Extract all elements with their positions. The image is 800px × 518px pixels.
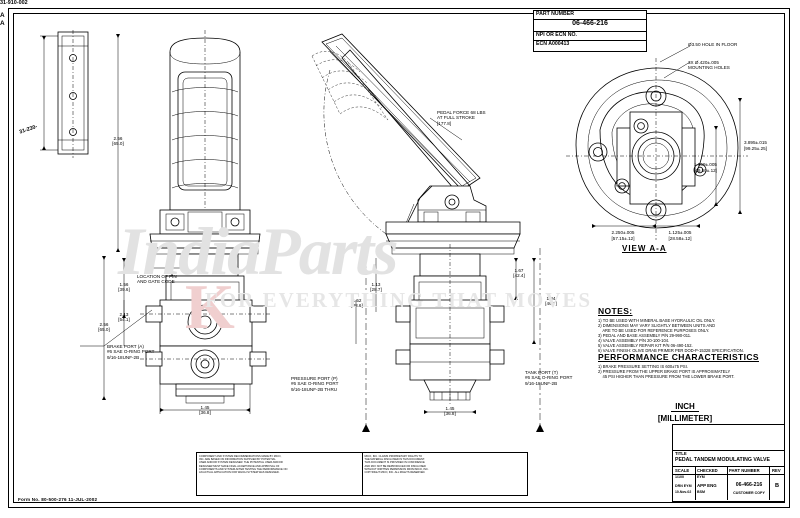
ecn-label: NPI OR ECN NO. [536, 32, 577, 38]
divider [695, 467, 696, 475]
dimension-center-2-metric: [38.6] [351, 303, 363, 308]
dimension-left-2-value: 2.13 [119, 312, 129, 317]
legal-column: MICO, INC. CLAIMS PROPRIETARY RIGHTS TO … [364, 455, 429, 475]
dimension-left-4-value: 1.45 [200, 405, 210, 410]
performance-item: 2) PRESSURE FROM THE UPPER BRAKE PORT IS… [598, 368, 731, 374]
divider [769, 467, 770, 475]
dimension-left-1-metric: [39.6] [118, 287, 130, 292]
dimension-left-0-metric: [65.0] [112, 141, 124, 146]
ecn-value-row: ECN A000413 [534, 41, 646, 51]
dimension-center-0-metric: [42.4] [513, 273, 525, 278]
scale-value: 1/100 [675, 475, 684, 479]
performance-section: PERFORMANCE CHARACTERISTICS 1) BRAKE PRE… [598, 352, 788, 379]
title-label: TITLE [675, 451, 687, 456]
app-eng-value: BSM [697, 490, 705, 494]
dimension-center-4-value: 1.45 [445, 406, 455, 411]
dimension-left-0-value: 2.56 [113, 136, 123, 141]
dimension-aa-2-metric: [57.15±.12] [611, 236, 635, 241]
app-eng-label: APP ENG [697, 483, 717, 488]
dimension-center-2-value: 1.52 [352, 298, 362, 303]
part-number-label-row: PART NUMBER [534, 11, 646, 20]
units-primary: INCH [671, 402, 699, 412]
note-item: 3) PEDAL AND BASE ASSEMBLY P/N 29-990-01… [598, 332, 692, 338]
checked-label: CHECKED [697, 467, 718, 473]
performance-item: 45 PSI HIGHER THAN PRESSURE FROM THE LOW… [598, 373, 735, 379]
callout-floor-hole: Ø3.50 HOLE IN FLOOR [688, 42, 738, 47]
dimension-center-1-value: 1.84 [546, 296, 556, 301]
divider [769, 475, 770, 500]
dimension-aa-2-value: 2.250±.005 [611, 230, 635, 235]
dimension-left-5-value: 2.56 [99, 322, 109, 327]
divider [727, 467, 728, 475]
performance-item: 1) BRAKE PRESSURE SETTING IS 600±75 PSI. [598, 363, 688, 369]
title-block: TITLE PEDAL TANDEM MODULATING VALVE SCAL… [672, 424, 785, 502]
scale-label: SCALE [675, 467, 690, 473]
notes-heading: NOTES: [598, 306, 633, 316]
title-block-value-row: 1/100 DRN EYM 10-Nov-02 EYM APP ENG BSM … [673, 475, 784, 500]
legal-disclaimer-block: COMPONENT AND SYSTEM RECOMMENDATIONS MAD… [196, 452, 528, 496]
dimension-center-3-value: 1.13 [371, 282, 381, 287]
form-number: Form No. 80-500-276 11-JUL-2002 [18, 497, 98, 502]
callout-pedal-force: PEDAL FORCE 68 LBS AT FULL STROKE [177.8… [437, 110, 486, 126]
units-block: INCH [MILLIMETER] [645, 396, 725, 423]
view-aa-label: VIEW A-A [622, 244, 667, 253]
dimension-aa-1-metric: [49.50±.12] [694, 168, 717, 173]
tb-part-number-value: 06-466-216 [735, 482, 763, 488]
dimension-aa-1-value: 1.969±.005 [694, 162, 717, 167]
title-value: PEDAL TANDEM MODULATING VALVE [675, 457, 770, 463]
sheet-border-outer [8, 8, 790, 508]
callout-pressure-port: PRESSURE PORT (P) #6 SAE O-RING PORT 9/1… [291, 376, 339, 392]
callout-mounting-holes: 3X Ø.420±.005 MOUNTING HOLES [688, 60, 730, 71]
dimension-center-3-metric: [28.7] [370, 287, 382, 292]
section-mark-a-right: A [0, 19, 5, 27]
note-item: 1) TO BE USED WITH MINERAL BASE HYDRAULI… [598, 317, 716, 323]
note-item: ARE TO BE USED FOR REFERENCE PURPOSES ON… [598, 327, 710, 333]
title-row: TITLE PEDAL TANDEM MODULATING VALVE [673, 451, 784, 467]
dimension-left-5-metric: [65.0] [98, 327, 110, 332]
tb-part-number-label: PART NUMBER [729, 467, 760, 473]
drn-value: 10-Nov-02 [675, 490, 692, 494]
part-number-value-row: 06-466-216 [534, 20, 646, 32]
callout-brake-port: BRAKE PORT (A) #6 SAE O-RING PORT 9/16-1… [107, 344, 155, 360]
note-item: 4) VALVE ASSEMBLY P/N 20-100-104. [598, 337, 670, 343]
dimension-aa-3-value: 1.125±.005 [668, 230, 692, 235]
part-number-label: PART NUMBER [536, 11, 574, 17]
notes-section: NOTES: 1) TO BE USED WITH MINERAL BASE H… [598, 306, 788, 353]
title-block-header-row: SCALE CHECKED PART NUMBER REV [673, 467, 784, 475]
tb-part-number-note: CUSTOMER COPY [733, 491, 765, 495]
callout-boot-part-number: 31-910-002 [0, 0, 28, 6]
callout-location-of-pin: LOCATION OF PIN AND GATE CODE [137, 274, 177, 285]
performance-heading: PERFORMANCE CHARACTERISTICS [598, 352, 759, 362]
dimension-aa-0-value: 3.895±.015 [744, 140, 767, 145]
dimension-center-0-value: 1.67 [514, 268, 524, 273]
title-block-logo-area [673, 425, 784, 451]
dimension-left-2-metric: [54.1] [118, 317, 130, 322]
note-item: 6) VALVE FINISH: OLIVE DRAB PRIMER PER D… [598, 347, 744, 353]
ecn-label-row: NPI OR ECN NO. [534, 32, 646, 41]
legal-column: COMPONENT AND SYSTEM RECOMMENDATIONS MAD… [197, 453, 363, 495]
dimension-left-1-value: 1.56 [119, 282, 129, 287]
divider [695, 475, 696, 500]
checked-value: EYM [697, 475, 705, 479]
rev-label: REV [772, 467, 781, 473]
note-item: 5) VALVE ASSEMBLY REPAIR KIT P/N 06-490-… [598, 342, 693, 348]
divider [727, 475, 728, 500]
part-number-value: 06-466-216 [572, 20, 608, 27]
note-item: 2) DIMENSIONS MAY VARY SLIGHTLY BETWEEN … [598, 322, 716, 328]
dimension-aa-3-metric: [28.58±.12] [668, 236, 692, 241]
drn-label: DRN EYM [675, 484, 692, 488]
dimension-left-4-metric: [36.8] [199, 410, 211, 415]
ecn-value: ECN A000413 [536, 41, 570, 47]
part-number-block: PART NUMBER 06-466-216 NPI OR ECN NO. EC… [533, 10, 647, 52]
rev-value: B [774, 483, 780, 489]
dimension-center-1-metric: [46.7] [545, 301, 557, 306]
section-mark-a-left: A [0, 12, 5, 20]
dimension-aa-0-metric: [99.25±.25] [744, 146, 767, 151]
units-secondary: [MILLIMETER] [657, 414, 713, 423]
sheet-border-inner [13, 13, 785, 503]
callout-tank-port: TANK PORT (T) #6 SAE O-RING PORT 9/16-18… [525, 370, 573, 386]
dimension-center-4-metric: [36.8] [444, 411, 456, 416]
